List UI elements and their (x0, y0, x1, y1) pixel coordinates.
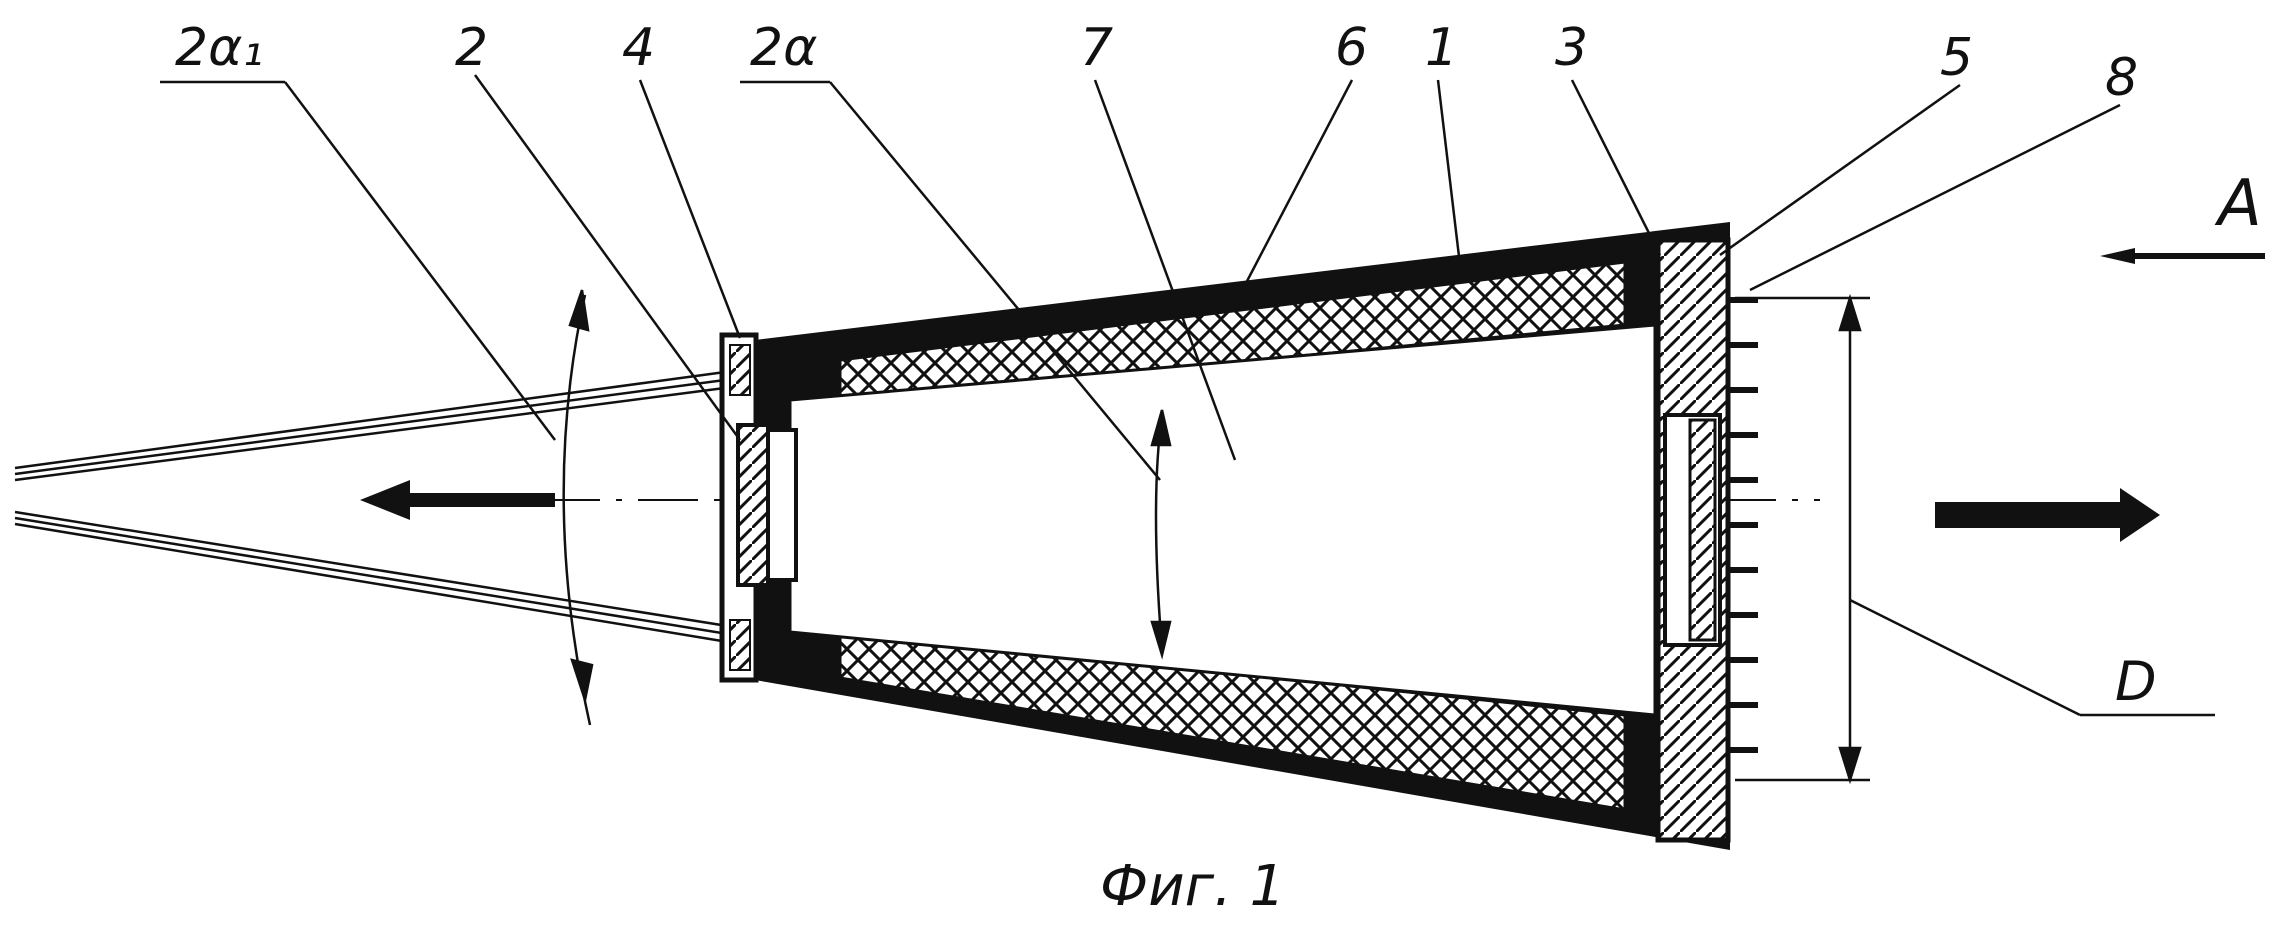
angle-2a1 (562, 289, 594, 726)
label-8: 8 (2105, 48, 2138, 108)
label-7: 7 (1080, 18, 1113, 78)
label-D: D (2115, 650, 2157, 713)
output-flange-top-hatch (729, 344, 751, 396)
insulation-top (838, 260, 1627, 402)
label-2: 2 (455, 18, 488, 78)
output-direction-arrow (360, 480, 555, 520)
diameter-dimension (1735, 293, 2215, 785)
rear-direction-arrow (1935, 488, 2160, 542)
output-flange-bottom-hatch (729, 619, 751, 671)
output-beams (14, 368, 741, 646)
leader-lines (160, 74, 2121, 481)
label-1: 1 (1425, 18, 1458, 78)
label-6: 6 (1335, 18, 1368, 78)
label-A: A (2214, 167, 2262, 241)
label-4: 4 (622, 18, 655, 78)
figure-caption: Фиг. 1 (1100, 854, 1285, 919)
view-a-arrow (2100, 248, 2265, 264)
label-5: 5 (1940, 28, 1973, 88)
label-2a: 2α (750, 18, 817, 78)
label-2a1: 2α₁ (175, 18, 263, 78)
rear-pins (1730, 297, 1758, 753)
output-mirror-seat (766, 428, 798, 582)
output-mirror (736, 423, 770, 587)
rear-mirror (1688, 418, 1717, 642)
label-3: 3 (1555, 18, 1588, 78)
part-labels: 2α₁ 2 4 2α 7 6 1 3 5 8 A D (175, 18, 2262, 713)
angle-2a (1150, 409, 1172, 660)
